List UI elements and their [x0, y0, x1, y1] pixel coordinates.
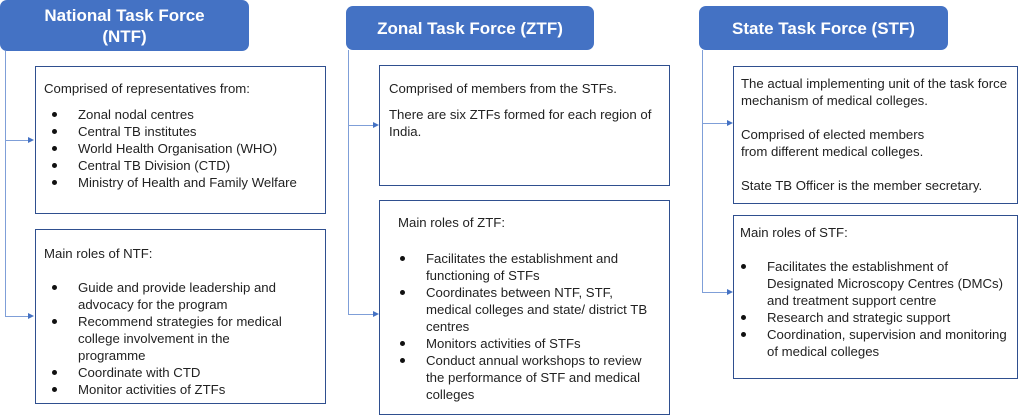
list-item: Monitor activities of ZTFs	[52, 381, 293, 398]
stf-composition-p3: State TB Officer is the member secretary…	[741, 178, 983, 193]
ntf-arrow-composition	[28, 137, 34, 143]
ztf-arrow-composition	[373, 122, 379, 128]
list-item: Monitors activities of STFs	[400, 335, 651, 352]
list-item: Zonal nodal centres	[52, 106, 317, 123]
list-item: Facilitates the establishment and functi…	[400, 250, 651, 284]
ztf-roles-list: Facilitates the establishment and functi…	[398, 250, 651, 403]
list-item: Coordination, supervision and monitoring…	[741, 326, 1011, 360]
ztf-arrow-roles	[373, 311, 379, 317]
stf-connector-vertical	[702, 50, 703, 293]
stf-title: State Task Force (STF)	[732, 18, 915, 38]
ntf-roles-list: Guide and provide leadership and advocac…	[44, 279, 317, 398]
ntf-header: National Task Force (NTF)	[0, 0, 249, 51]
ntf-composition-intro: Comprised of representatives from:	[44, 81, 250, 96]
stf-roles-title: Main roles of STF:	[740, 225, 848, 240]
ztf-header: Zonal Task Force (ZTF)	[346, 6, 594, 50]
ztf-composition-p2: There are six ZTFs formed for each regio…	[389, 107, 652, 139]
stf-arrow-composition	[727, 120, 733, 126]
list-item: Coordinates between NTF, STF, medical co…	[400, 284, 651, 335]
ztf-connector-roles	[348, 314, 374, 315]
ntf-title-line2: (NTF)	[102, 26, 147, 46]
stf-composition-p2: Comprised of elected members from differ…	[741, 127, 925, 159]
ntf-composition-box: Comprised of representatives from: Zonal…	[35, 66, 326, 214]
stf-connector-composition	[702, 123, 728, 124]
stf-composition-box: The actual implementing unit of the task…	[733, 66, 1018, 204]
ztf-connector-vertical	[348, 50, 349, 315]
list-item: World Health Organisation (WHO)	[52, 140, 317, 157]
ztf-title: Zonal Task Force (ZTF)	[377, 18, 563, 38]
ztf-roles-box: Main roles of ZTF: Facilitates the estab…	[379, 200, 670, 415]
ntf-composition-list: Zonal nodal centres Central TB institute…	[44, 106, 317, 191]
stf-roles-list: Facilitates the establishment of Designa…	[740, 258, 1011, 360]
list-item: Facilitates the establishment of Designa…	[741, 258, 1011, 309]
list-item: Conduct annual workshops to review the p…	[400, 352, 651, 403]
ntf-roles-box: Main roles of NTF: Guide and provide lea…	[35, 229, 326, 404]
stf-connector-roles	[702, 292, 728, 293]
list-item: Recommend strategies for medical college…	[52, 313, 293, 364]
ntf-connector-roles	[5, 316, 29, 317]
ztf-roles-title: Main roles of ZTF:	[398, 215, 505, 230]
ntf-arrow-roles	[28, 313, 34, 319]
list-item: Coordinate with CTD	[52, 364, 293, 381]
stf-roles-box: Main roles of STF: Facilitates the estab…	[733, 215, 1018, 379]
ztf-composition-p1: Comprised of members from the STFs.	[389, 81, 617, 96]
ztf-composition-box: Comprised of members from the STFs. Ther…	[379, 65, 670, 186]
list-item: Ministry of Health and Family Welfare	[52, 174, 317, 191]
ntf-roles-title: Main roles of NTF:	[44, 246, 153, 261]
list-item: Central TB institutes	[52, 123, 317, 140]
ntf-connector-composition	[5, 140, 29, 141]
list-item: Guide and provide leadership and advocac…	[52, 279, 293, 313]
ztf-connector-composition	[348, 125, 374, 126]
stf-composition-p1: The actual implementing unit of the task…	[741, 76, 1008, 108]
list-item: Central TB Division (CTD)	[52, 157, 317, 174]
ntf-title-line1: National Task Force	[44, 5, 205, 25]
stf-arrow-roles	[727, 289, 733, 295]
stf-header: State Task Force (STF)	[699, 6, 948, 50]
ntf-connector-vertical	[5, 51, 6, 317]
list-item: Research and strategic support	[741, 309, 1011, 326]
